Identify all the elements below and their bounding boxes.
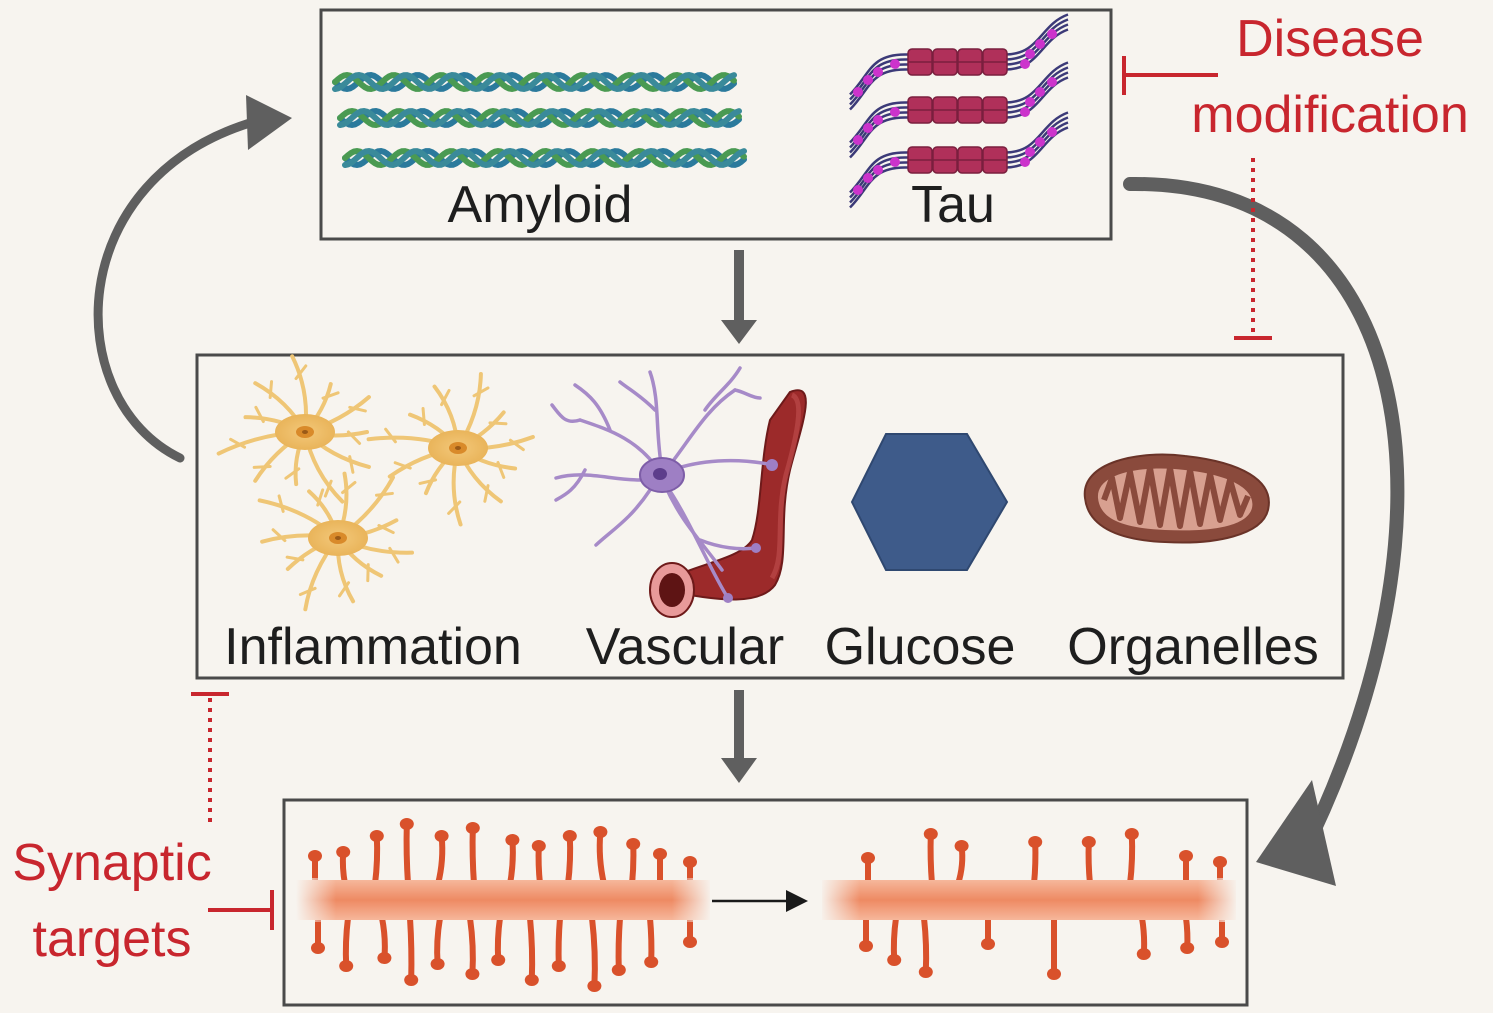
feedback-arrow-left	[93, 115, 265, 463]
label-vascular: Vascular	[586, 618, 784, 676]
mitochondrion-icon	[1083, 453, 1270, 544]
label-disease: Disease	[1236, 10, 1424, 68]
down-arrow-middle	[721, 690, 757, 783]
label-modification: modification	[1191, 86, 1468, 144]
blood-vessel-icon	[649, 389, 807, 618]
label-inflammation: Inflammation	[224, 618, 522, 676]
glucose-hexagon-icon	[850, 433, 1009, 571]
neuron-icon	[550, 366, 778, 603]
label-synaptic: Synaptic	[12, 834, 211, 892]
label-targets: targets	[33, 910, 192, 968]
label-glucose: Glucose	[825, 618, 1016, 676]
disease-modification-inhibitor	[1122, 56, 1272, 340]
feedback-arrow-right-head	[1256, 780, 1336, 886]
label-amyloid: Amyloid	[448, 176, 633, 234]
synaptic-targets-inhibitor	[191, 692, 274, 930]
astrocyte-icon	[216, 354, 535, 612]
feedback-arrow-left-head	[246, 95, 292, 150]
tau-tangle-icon	[849, 13, 1069, 209]
label-organelles: Organelles	[1067, 618, 1318, 676]
label-tau: Tau	[911, 176, 995, 234]
progression-arrow-head	[786, 890, 808, 912]
dendrite-icon	[296, 818, 1238, 992]
feedback-arrow-right	[1123, 176, 1405, 867]
amyloid-fibril-icon	[332, 71, 747, 169]
down-arrow-top	[721, 250, 757, 344]
